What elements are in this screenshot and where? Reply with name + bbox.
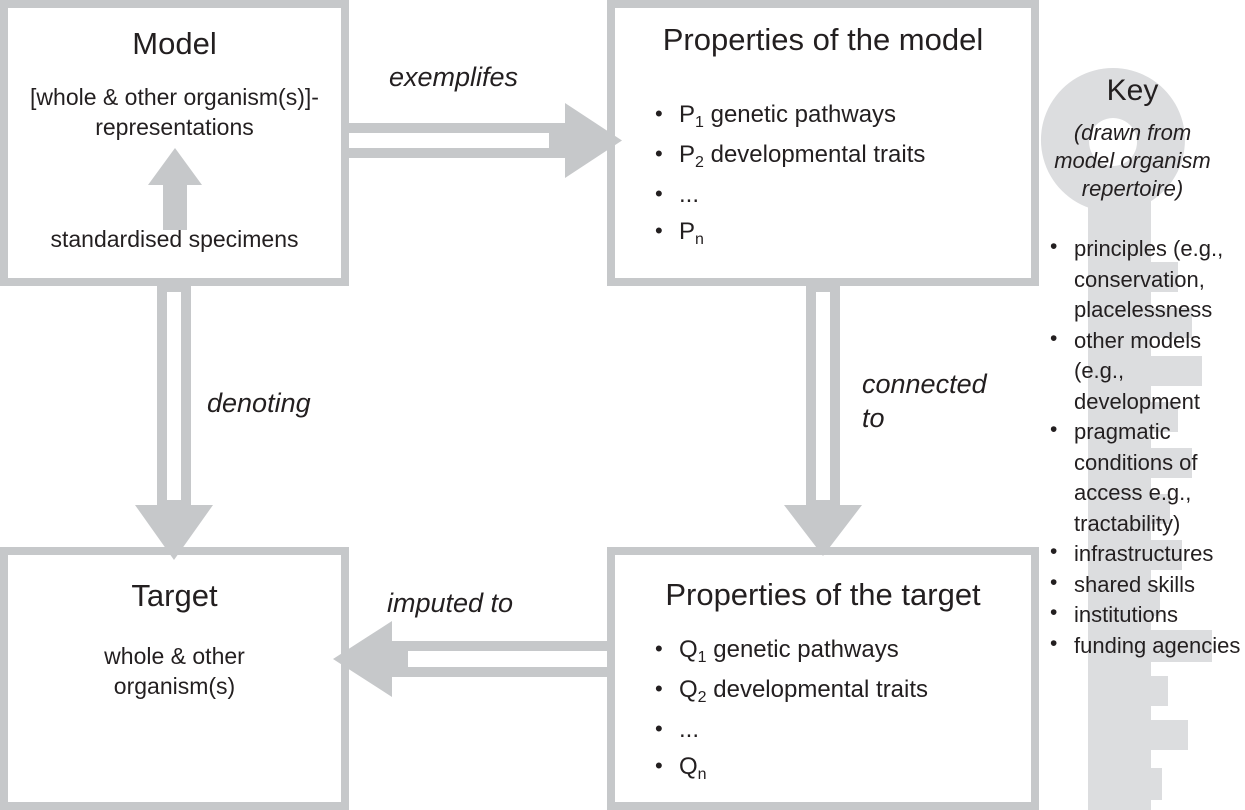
properties-model-list: P1 genetic pathways P2 developmental tra… [653, 95, 926, 253]
edge-label-imputed-to: imputed to [387, 588, 514, 618]
edge-label-denoting: denoting [207, 388, 311, 418]
box-properties-model-title: Properties of the model [662, 22, 984, 57]
box-properties-of-the-model: Properties of the model P1 genetic pathw… [611, 4, 1035, 282]
list-item: infrastructures [1046, 537, 1245, 570]
key-legend: Key (drawn from model organism repertoir… [1020, 62, 1245, 810]
list-item: ... [653, 175, 925, 213]
list-item: pragmatic conditions of access e.g., tra… [1046, 415, 1245, 539]
box-target-subtitle: whole & other organism(s) [104, 643, 245, 699]
property-subscript: 1 [697, 649, 707, 666]
box-target-title: Target [131, 578, 218, 613]
property-symbol: ... [679, 181, 700, 208]
arrow-connected-to [784, 282, 862, 556]
box-properties-target-title: Properties of the target [665, 577, 981, 612]
edge-label-connected-to: connected to [862, 369, 987, 433]
edge-label-exemplifes: exemplifes [389, 62, 519, 92]
property-symbol: P [679, 101, 696, 128]
list-item: other models (e.g., development [1046, 324, 1245, 418]
property-subscript: 1 [695, 114, 704, 131]
property-subscript: n [695, 231, 704, 248]
property-text: developmental traits [710, 141, 926, 168]
box-model-title: Model [132, 26, 217, 61]
arrow-denoting [135, 282, 213, 560]
list-item: Pn [653, 212, 925, 253]
list-item: P2 developmental traits [653, 135, 926, 176]
property-symbol: Q [679, 636, 698, 663]
arrow-standardised-specimens [148, 148, 202, 230]
box-model: Model [whole & other organism(s)]- repre… [4, 4, 345, 282]
list-item: ... [653, 710, 928, 748]
list-item: P1 genetic pathways [653, 95, 925, 136]
property-symbol: Q [679, 753, 698, 780]
box-model-subtitle: [whole & other organism(s)]- representat… [30, 84, 319, 140]
property-text: developmental traits [713, 676, 929, 703]
box-properties-of-the-target: Properties of the target Q1 genetic path… [611, 551, 1035, 806]
list-item: principles (e.g., conservation, placeles… [1046, 232, 1245, 326]
arrow-imputed-to [333, 621, 611, 697]
property-symbol: P [679, 218, 696, 245]
property-text: genetic pathways [713, 636, 899, 663]
properties-target-list: Q1 genetic pathways Q2 developmental tra… [653, 630, 929, 788]
property-text: genetic pathways [710, 101, 897, 128]
box-model-note: standardised specimens [50, 226, 299, 252]
property-subscript: 2 [695, 154, 704, 171]
box-target: Target whole & other organism(s) [4, 551, 345, 806]
list-item: Q1 genetic pathways [653, 630, 928, 671]
key-subtitle: (drawn from model organism repertoire) [1054, 120, 1211, 201]
property-subscript: n [697, 766, 707, 783]
key-item-list: principles (e.g., conservation, placeles… [1046, 232, 1245, 662]
list-item: shared skills [1046, 568, 1245, 601]
key-title: Key [1106, 74, 1159, 107]
property-subscript: 2 [697, 689, 707, 706]
list-item: institutions [1046, 598, 1245, 631]
property-symbol: ... [679, 716, 700, 743]
list-item: Q2 developmental traits [653, 670, 929, 711]
list-item: Qn [653, 747, 928, 788]
property-symbol: Q [679, 676, 698, 703]
property-symbol: P [679, 141, 696, 168]
arrow-exemplifes [345, 103, 622, 178]
arrow-layer [135, 103, 862, 697]
list-item: funding agencies [1046, 629, 1245, 662]
